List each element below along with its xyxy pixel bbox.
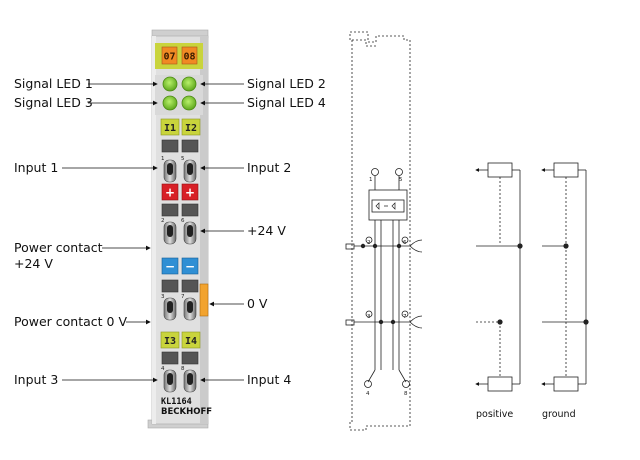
plus-mark-left: + [165, 186, 175, 200]
label-signal-led-3: Signal LED 3 [14, 95, 93, 110]
label-input-2: Input 2 [247, 160, 291, 175]
signal-led-1 [162, 76, 178, 92]
signal-led-2 [181, 76, 197, 92]
label-signal-led-4: Signal LED 4 [247, 95, 326, 110]
label-power-contact-24v: Power contact [14, 240, 103, 255]
channel-tag-i4: I4 [185, 336, 197, 347]
label-positive: positive [476, 409, 513, 420]
svg-text:6: 6 [181, 218, 185, 224]
label-input-3: Input 3 [14, 372, 58, 387]
channel-tag-i1: I1 [164, 123, 176, 134]
signal-led-4 [181, 95, 197, 111]
svg-text:4: 4 [161, 366, 165, 372]
channel-number-07: 07 [163, 52, 175, 63]
signal-led-3 [162, 95, 178, 111]
terminal-block-inputs-1-2: 1 5 [161, 139, 199, 183]
module-schematic [345, 31, 423, 431]
minus-mark-left: − [165, 260, 175, 274]
terminal-number-3: 3 [367, 314, 371, 320]
channel-number-08: 08 [183, 52, 195, 63]
callouts: Signal LED 1 Signal LED 2 Signal LED 3 S… [14, 76, 326, 387]
terminal-number-5: 5 [399, 177, 403, 183]
label-plus-24v: +24 V [247, 223, 286, 238]
plus-mark-right: + [185, 186, 195, 200]
svg-text:1: 1 [161, 156, 165, 162]
svg-text:7: 7 [181, 294, 185, 300]
svg-text:2: 2 [161, 218, 165, 224]
label-power-contact-0v: Power contact 0 V [14, 314, 127, 329]
label-input-4: Input 4 [247, 372, 291, 387]
label-signal-led-2: Signal LED 2 [247, 76, 326, 91]
wiring-positive [475, 162, 523, 392]
minus-mark-right: − [185, 260, 195, 274]
svg-text:8: 8 [181, 366, 185, 372]
terminal-block-inputs-3-4: 4 8 [161, 351, 199, 393]
svg-text:5: 5 [181, 156, 185, 162]
terminal-number-1: 1 [369, 177, 373, 183]
power-contact-0v-tab [199, 283, 209, 317]
terminal-number-2: 2 [367, 240, 371, 246]
schematic-terminal-numbers: 1 5 2 6 3 7 4 8 [366, 177, 408, 397]
label-power-contact-24v-value: +24 V [14, 256, 53, 271]
channel-tag-i3: I3 [164, 336, 176, 347]
brand-logo: BECKHOFF [161, 407, 212, 417]
label-input-1: Input 1 [14, 160, 58, 175]
model-label: KL1164 [161, 397, 192, 407]
wiring-ground [541, 162, 589, 392]
terminal-number-7: 7 [403, 314, 407, 320]
label-zero-v: 0 V [247, 296, 268, 311]
terminal-block-0v: 3 7 [161, 279, 209, 321]
terminal-number-4: 4 [366, 391, 370, 397]
terminal-module: 07 08 I1 I2 1 5 + + [147, 29, 212, 429]
label-ground: ground [542, 409, 576, 420]
label-signal-led-1: Signal LED 1 [14, 76, 93, 91]
svg-text:3: 3 [161, 294, 165, 300]
terminal-number-6: 6 [403, 240, 407, 246]
terminal-number-8: 8 [404, 391, 408, 397]
channel-tag-i2: I2 [185, 123, 197, 134]
terminal-block-24v: 2 6 [161, 203, 199, 245]
